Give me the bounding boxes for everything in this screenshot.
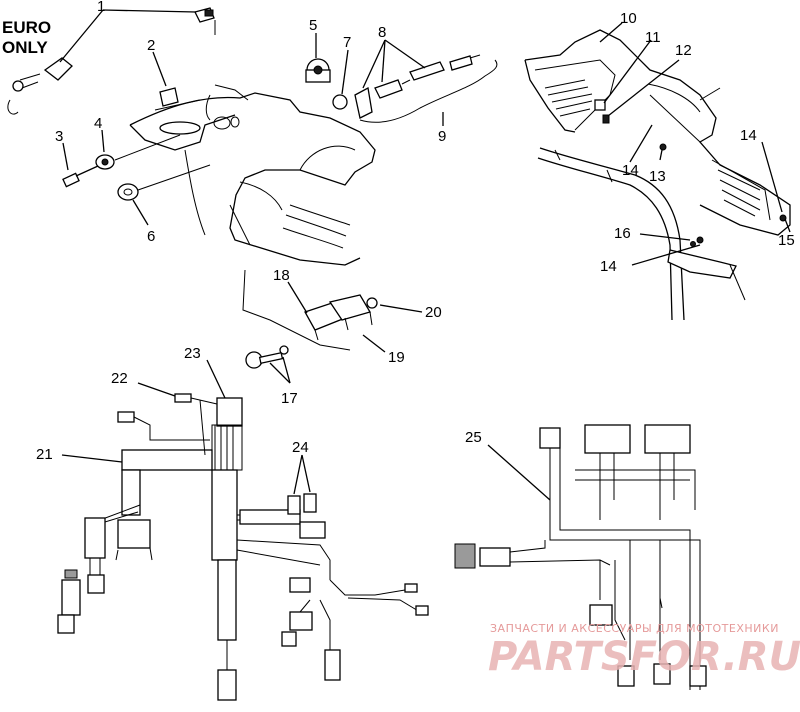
callout-8: 8 (378, 24, 386, 41)
callout-9: 9 (438, 128, 446, 145)
callout-22: 22 (111, 370, 128, 387)
part-9-bracket (359, 59, 498, 126)
wiring-harness-25 (454, 424, 707, 690)
callout-5: 5 (309, 17, 317, 34)
callout-14-c: 14 (600, 258, 617, 275)
callout-17: 17 (281, 390, 298, 407)
callout-25: 25 (465, 429, 482, 446)
part-7-boot (332, 49, 349, 110)
callout-3: 3 (55, 128, 63, 145)
part-2-grommet (152, 51, 179, 107)
callout-19: 19 (388, 349, 405, 366)
callout-16: 16 (614, 225, 631, 242)
callout-24: 24 (292, 439, 309, 456)
callout-2: 2 (147, 37, 155, 54)
callout-21: 21 (36, 446, 53, 463)
callout-23: 23 (184, 345, 201, 362)
callout-4: 4 (94, 115, 102, 132)
callout-10: 10 (620, 10, 637, 27)
callout-labels: 1 2 3 4 5 6 7 8 9 10 11 12 13 14 14 14 1… (36, 0, 795, 463)
side-panel-assembly (524, 22, 791, 236)
callout-13: 13 (649, 168, 666, 185)
callout-7: 7 (343, 34, 351, 51)
callout-20: 20 (425, 304, 442, 321)
callout-18: 18 (273, 267, 290, 284)
watermark-tagline: ЗАПЧАСТИ И АКСЕССУАРЫ ДЛЯ МОТОТЕХНИКИ (490, 622, 779, 635)
part-24-fuses (287, 454, 317, 515)
part-8-connectors (354, 39, 481, 119)
mounting-bracket-17-20 (242, 269, 423, 384)
callout-6: 6 (147, 228, 155, 245)
euro-only-label-line2: ONLY (2, 38, 48, 57)
callout-11: 11 (645, 29, 661, 46)
fuel-tank-console (129, 84, 376, 266)
part-4-washer (95, 129, 181, 170)
callout-14-b: 14 (740, 127, 757, 144)
callout-15: 15 (778, 232, 795, 249)
watermark: ЗАПЧАСТИ И АКСЕССУАРЫ ДЛЯ МОТОТЕХНИКИ PA… (488, 622, 800, 680)
euro-only-label-line1: EURO (2, 18, 51, 37)
frame-rail (537, 147, 746, 321)
part-6-nut (117, 164, 211, 226)
wiring-harness-21 (57, 359, 429, 701)
callout-12: 12 (675, 42, 692, 59)
part-3-screw (62, 142, 99, 188)
part-1-key-switch (7, 7, 216, 115)
part-5-switch (305, 33, 331, 83)
watermark-logo: PARTSFOR.RU (488, 634, 800, 680)
callout-14-a: 14 (622, 162, 639, 179)
callout-1: 1 (97, 0, 105, 15)
